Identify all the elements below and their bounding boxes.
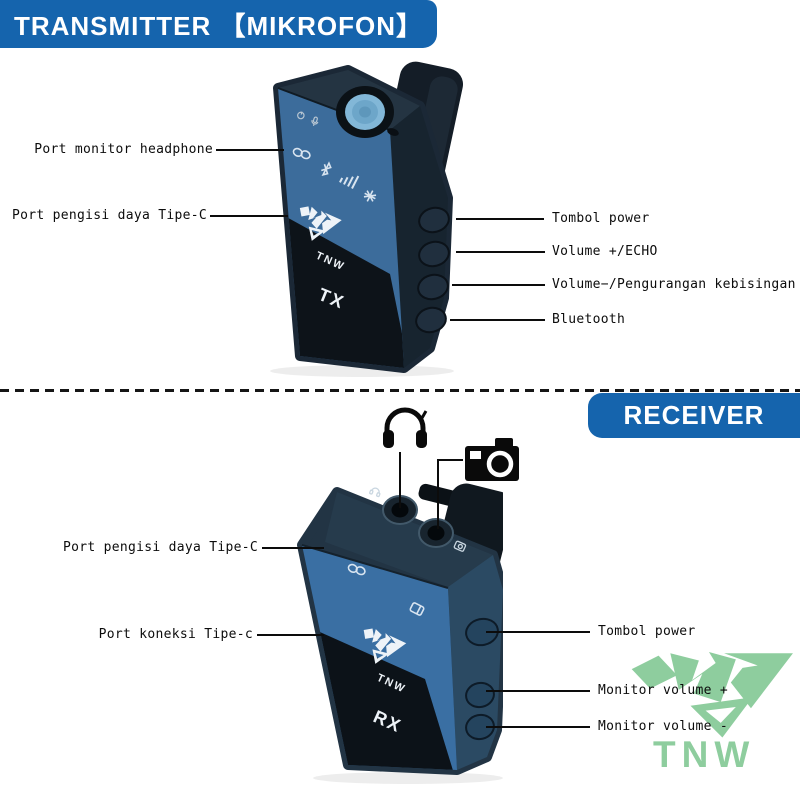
tx-side-buttons xyxy=(415,206,450,334)
label-volume-down-noise: Volume−/Pengurangan kebisingan xyxy=(552,277,796,292)
connector-line xyxy=(486,690,590,692)
connector-line xyxy=(257,634,324,636)
noise-reduction-icon xyxy=(363,190,377,202)
rx-monitor-volume-down-button xyxy=(465,713,495,741)
display-icon xyxy=(409,602,425,616)
tx-front-status-icons xyxy=(292,147,377,202)
connector-line xyxy=(210,215,288,217)
camera-glyph-icon xyxy=(453,540,467,552)
rx-top-ports xyxy=(369,487,467,552)
power-icon xyxy=(297,111,305,120)
tnw-watermark-text: TNW xyxy=(653,734,756,775)
tx-volume-down-button xyxy=(417,273,449,301)
tx-mic-capsule xyxy=(336,86,394,138)
transmitter-banner: TRANSMITTER 【MIKROFON】 xyxy=(0,0,437,48)
mic-icon xyxy=(311,116,319,126)
receiver-banner: RECEIVER xyxy=(588,393,800,438)
headphones-glyph-icon xyxy=(369,487,381,498)
label-rx-monitor-volume-down: Monitor volume - xyxy=(598,719,729,734)
label-volume-up-echo: Volume +/ECHO xyxy=(552,244,658,259)
label-rx-tombol-power: Tombol power xyxy=(598,624,696,639)
connector-line xyxy=(456,251,545,253)
connector-line xyxy=(486,631,590,633)
label-bluetooth: Bluetooth xyxy=(552,312,626,327)
transmitter-device: TNW TX xyxy=(270,61,464,377)
receiver-device: TNW RX xyxy=(297,483,503,784)
connector-line xyxy=(216,149,284,151)
tx-volume-up-button xyxy=(418,240,450,268)
rx-front-status-icons xyxy=(347,563,425,616)
section-divider xyxy=(0,389,800,392)
label-port-monitor-headphone: Port monitor headphone xyxy=(34,142,213,157)
rx-side-buttons xyxy=(465,617,499,741)
connector-line xyxy=(437,459,439,529)
connector-line xyxy=(450,319,545,321)
label-rx-port-pengisi-daya: Port pengisi daya Tipe-C xyxy=(62,540,258,555)
link-icon xyxy=(347,563,366,576)
connector-line xyxy=(456,218,544,220)
link-icon xyxy=(292,147,311,160)
tx-power-button xyxy=(418,206,450,234)
label-rx-monitor-volume-up: Monitor volume + xyxy=(598,683,729,698)
label-rx-port-koneksi: Port koneksi Tipe-c xyxy=(98,627,253,642)
tx-bluetooth-button xyxy=(415,306,447,334)
bluetooth-icon xyxy=(321,161,332,176)
headphones-icon xyxy=(383,407,428,448)
connector-line xyxy=(262,547,324,549)
tx-top-icons xyxy=(297,111,319,126)
rx-power-button xyxy=(465,617,499,647)
connector-line xyxy=(452,284,545,286)
connector-line xyxy=(486,726,590,728)
connector-line xyxy=(399,452,401,508)
label-port-pengisi-daya: Port pengisi daya Tipe-C xyxy=(11,208,207,223)
label-tombol-power: Tombol power xyxy=(552,211,650,226)
rx-monitor-volume-up-button xyxy=(465,681,495,709)
camera-icon xyxy=(465,438,519,481)
signal-bars-icon xyxy=(339,175,360,189)
connector-line xyxy=(437,459,463,461)
